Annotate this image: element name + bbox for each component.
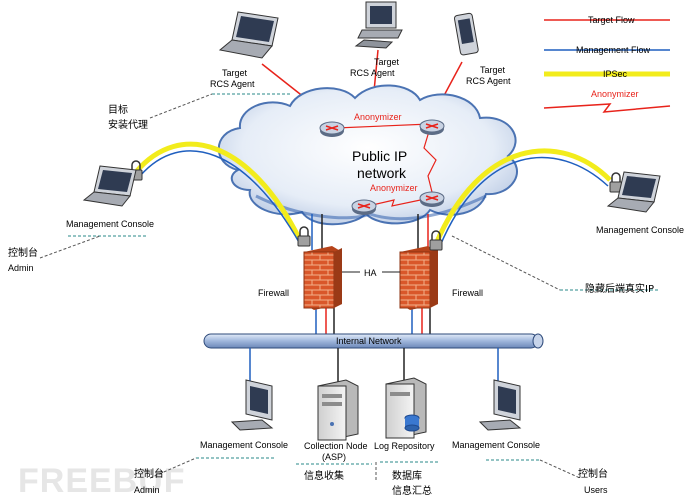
cloud-anonymizer-bottom: Anonymizer [370, 183, 418, 193]
anonymizer-zigzag-icon [543, 103, 671, 113]
collection-node-line2: (ASP) [322, 452, 346, 462]
hidden-ip-note: 隐藏后端真实IP [585, 282, 654, 295]
agent-note-line2: 安装代理 [108, 118, 148, 131]
internal-network-label: Internal Network [336, 336, 402, 346]
router-icon [319, 121, 345, 137]
cloud-routers [319, 119, 445, 215]
left-console-note-en: Admin [8, 263, 34, 273]
desktop-computer-icon [230, 379, 274, 431]
firewall-left-icon [303, 246, 342, 310]
bottom-right-note-en: Users [584, 485, 608, 495]
cloud-title-line2: network [357, 165, 407, 181]
agent-1-line1: Target [222, 68, 248, 78]
router-icon [419, 119, 445, 135]
legend-ipsec: IPSec [603, 69, 628, 79]
legend-management-flow: Management Flow [576, 45, 651, 55]
agent-note-line1: 目标 [108, 104, 128, 116]
legend-anonymizer: Anonymizer [591, 89, 639, 99]
firewall-right-icon [399, 246, 438, 310]
agent-1-line2: RCS Agent [210, 79, 255, 89]
laptop-icon [218, 11, 279, 59]
watermark-text: FREEBUF [18, 462, 186, 500]
internal-network-pipe [203, 333, 544, 349]
mobile-phone-icon [453, 12, 479, 56]
legend: Target Flow Management Flow IPSec Anonym… [543, 15, 671, 113]
database-server-icon [385, 377, 427, 439]
log-repository-label: Log Repository [374, 441, 435, 451]
agent-3-line2: RCS Agent [466, 76, 511, 86]
padlock-icon [429, 230, 443, 251]
log-repository-note2: 信息汇总 [392, 484, 432, 497]
collection-node-note: 信息收集 [304, 469, 344, 482]
ipsec-links [134, 141, 612, 247]
laptop-icon [606, 171, 661, 213]
cloud-anonymizer-top: Anonymizer [354, 112, 402, 122]
bottom-left-console-label: Management Console [200, 440, 288, 450]
laptop-icon [82, 165, 137, 207]
left-console-label: Management Console [66, 219, 154, 229]
log-repository-note1: 数据库 [392, 469, 422, 482]
agent-3-line1: Target [480, 65, 506, 75]
bottom-left-note-cn: 控制台 [134, 467, 164, 480]
bottom-left-note-en: Admin [134, 485, 160, 495]
collection-node-line1: Collection Node [304, 441, 368, 451]
right-console-label: Management Console [596, 225, 684, 235]
desktop-computer-icon [478, 379, 522, 431]
bottom-right-note-cn: 控制台 [578, 467, 608, 480]
agent-2-line1: Target [374, 57, 400, 67]
router-icon [351, 199, 377, 215]
internal-links [249, 348, 499, 382]
padlock-icon [297, 226, 311, 247]
agent-2-line2: RCS Agent [350, 68, 395, 78]
server-icon [317, 379, 359, 441]
legend-target-flow: Target Flow [588, 15, 635, 25]
firewall-right-label: Firewall [452, 288, 483, 298]
bottom-right-console-label: Management Console [452, 440, 540, 450]
cloud-title-line1: Public IP [352, 148, 407, 164]
left-console-note-cn: 控制台 [8, 246, 38, 259]
ha-label: HA [364, 268, 377, 278]
firewall-left-label: Firewall [258, 288, 289, 298]
router-icon [419, 191, 445, 207]
padlock-icon [609, 172, 623, 193]
desktop-computer-icon [354, 1, 403, 49]
